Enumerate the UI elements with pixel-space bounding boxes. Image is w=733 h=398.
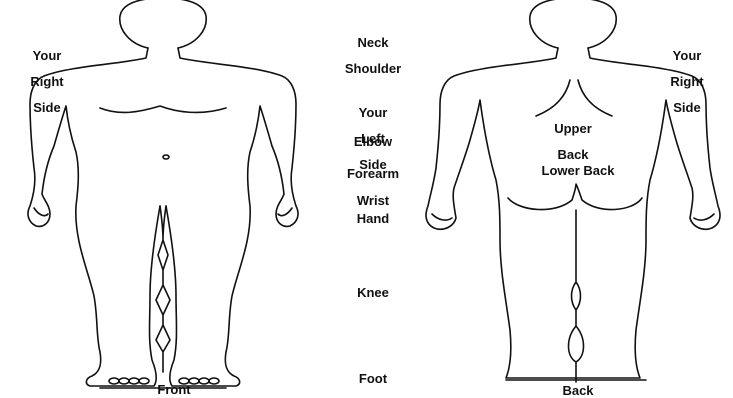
label-wrist: Wrist (338, 194, 408, 207)
label-shoulder: Shoulder (326, 62, 420, 75)
back-leg-divider (569, 210, 584, 382)
label-line: Your (662, 49, 712, 62)
label-forearm: Forearm (326, 167, 420, 180)
front-head (120, 0, 206, 48)
label-line: Your (22, 49, 72, 62)
back-buttocks (508, 184, 642, 210)
front-leg-inner (156, 206, 170, 372)
label-line: Right (662, 75, 712, 88)
front-right-hand-detail (34, 208, 48, 216)
front-left-hand-detail (278, 208, 292, 216)
back-left-hand-detail (694, 214, 714, 220)
label-your-right-side-back: Your Right Side (662, 36, 712, 127)
label-line: Side (662, 101, 712, 114)
label-hand: Hand (338, 212, 408, 225)
label-your-right-side-front: Your Right Side (22, 36, 72, 127)
label-knee: Knee (338, 286, 408, 299)
label-neck: Neck (338, 36, 408, 49)
label-front: Front (134, 383, 214, 396)
label-line: Back (538, 148, 608, 161)
label-lower-back: Lower Back (516, 164, 640, 177)
back-head (530, 0, 616, 48)
navel (163, 155, 169, 159)
label-line: Side (22, 101, 72, 114)
front-chest-line (100, 106, 226, 112)
label-back: Back (538, 384, 618, 397)
back-right-hand-detail (432, 214, 452, 220)
label-line: Right (22, 75, 72, 88)
label-elbow: Elbow (336, 135, 410, 148)
label-line: Upper (538, 122, 608, 135)
label-line: Your (344, 106, 402, 119)
label-foot: Foot (338, 372, 408, 385)
